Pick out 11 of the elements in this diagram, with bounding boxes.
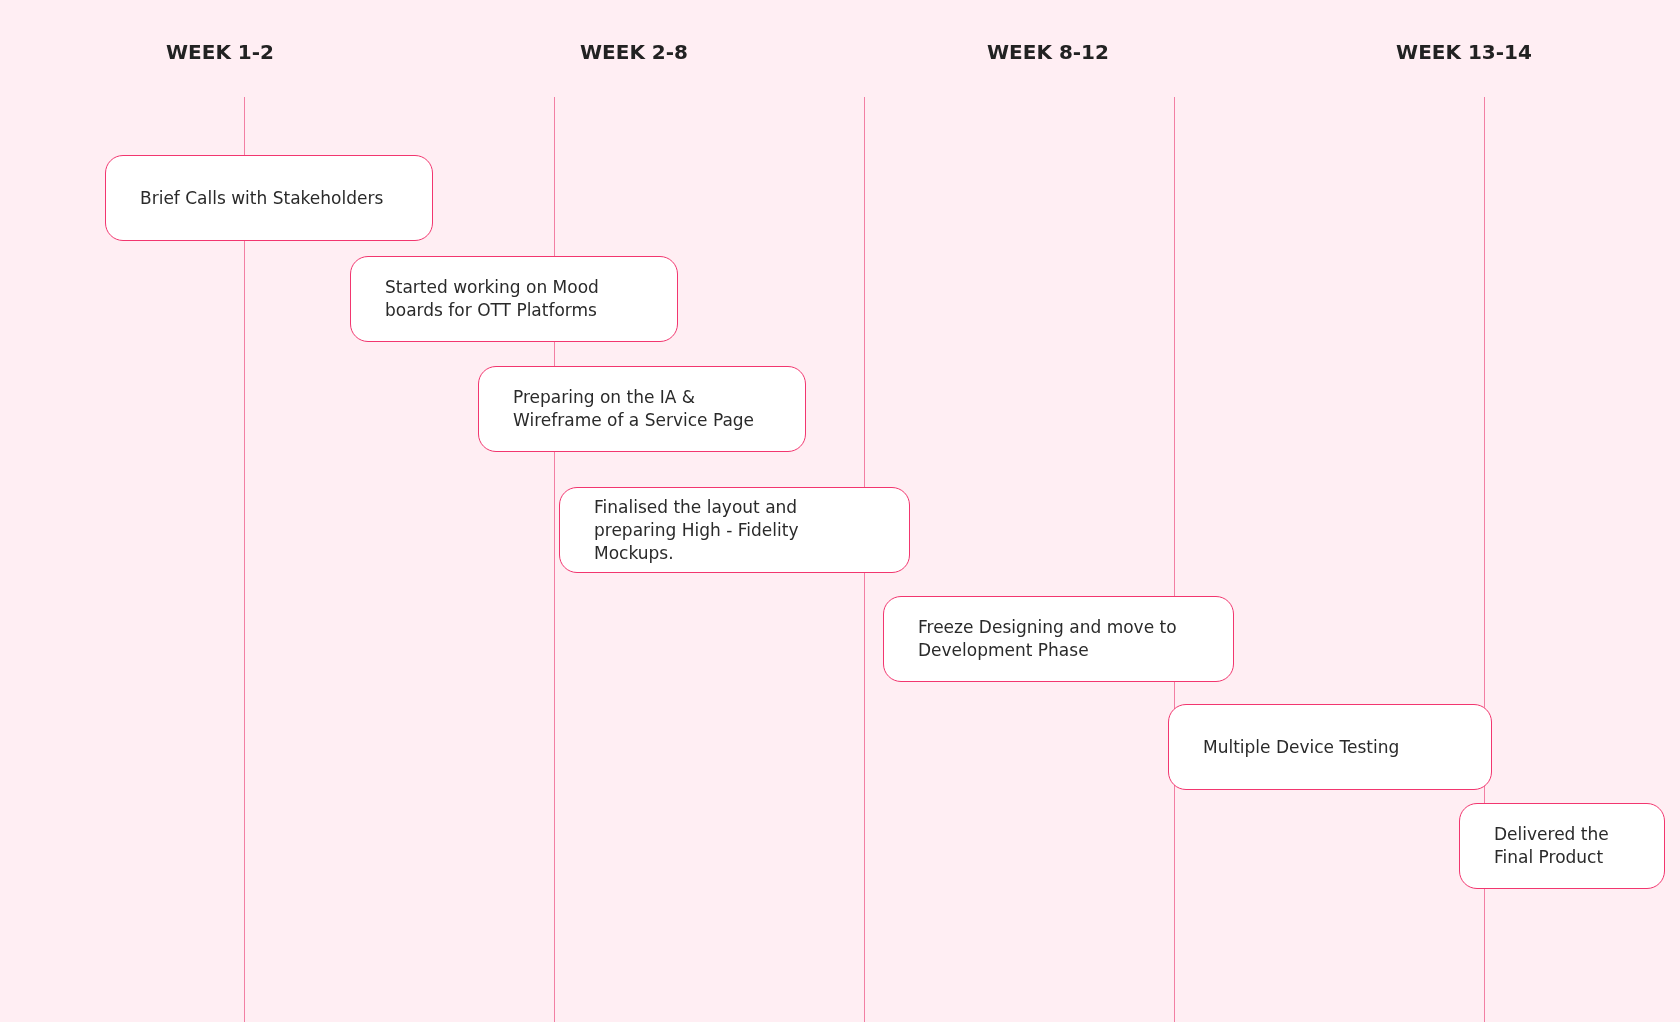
task-card: Preparing on the IA & Wireframe of a Service Page bbox=[478, 366, 806, 452]
task-card: Multiple Device Testing bbox=[1168, 704, 1492, 790]
task-card: Delivered the Final Product bbox=[1459, 803, 1665, 889]
week-heading: WEEK 8-12 bbox=[987, 40, 1109, 64]
week-heading: WEEK 13-14 bbox=[1396, 40, 1532, 64]
task-card: Started working on Mood boards for OTT Platforms bbox=[350, 256, 678, 342]
task-card: Brief Calls with Stakeholders bbox=[105, 155, 433, 241]
task-card: Freeze Designing and move to Development Phase bbox=[883, 596, 1234, 682]
week-heading: WEEK 2-8 bbox=[580, 40, 688, 64]
task-card: Finalised the layout and preparing High - Fidelity Mockups. bbox=[559, 487, 910, 573]
week-heading: WEEK 1-2 bbox=[166, 40, 274, 64]
